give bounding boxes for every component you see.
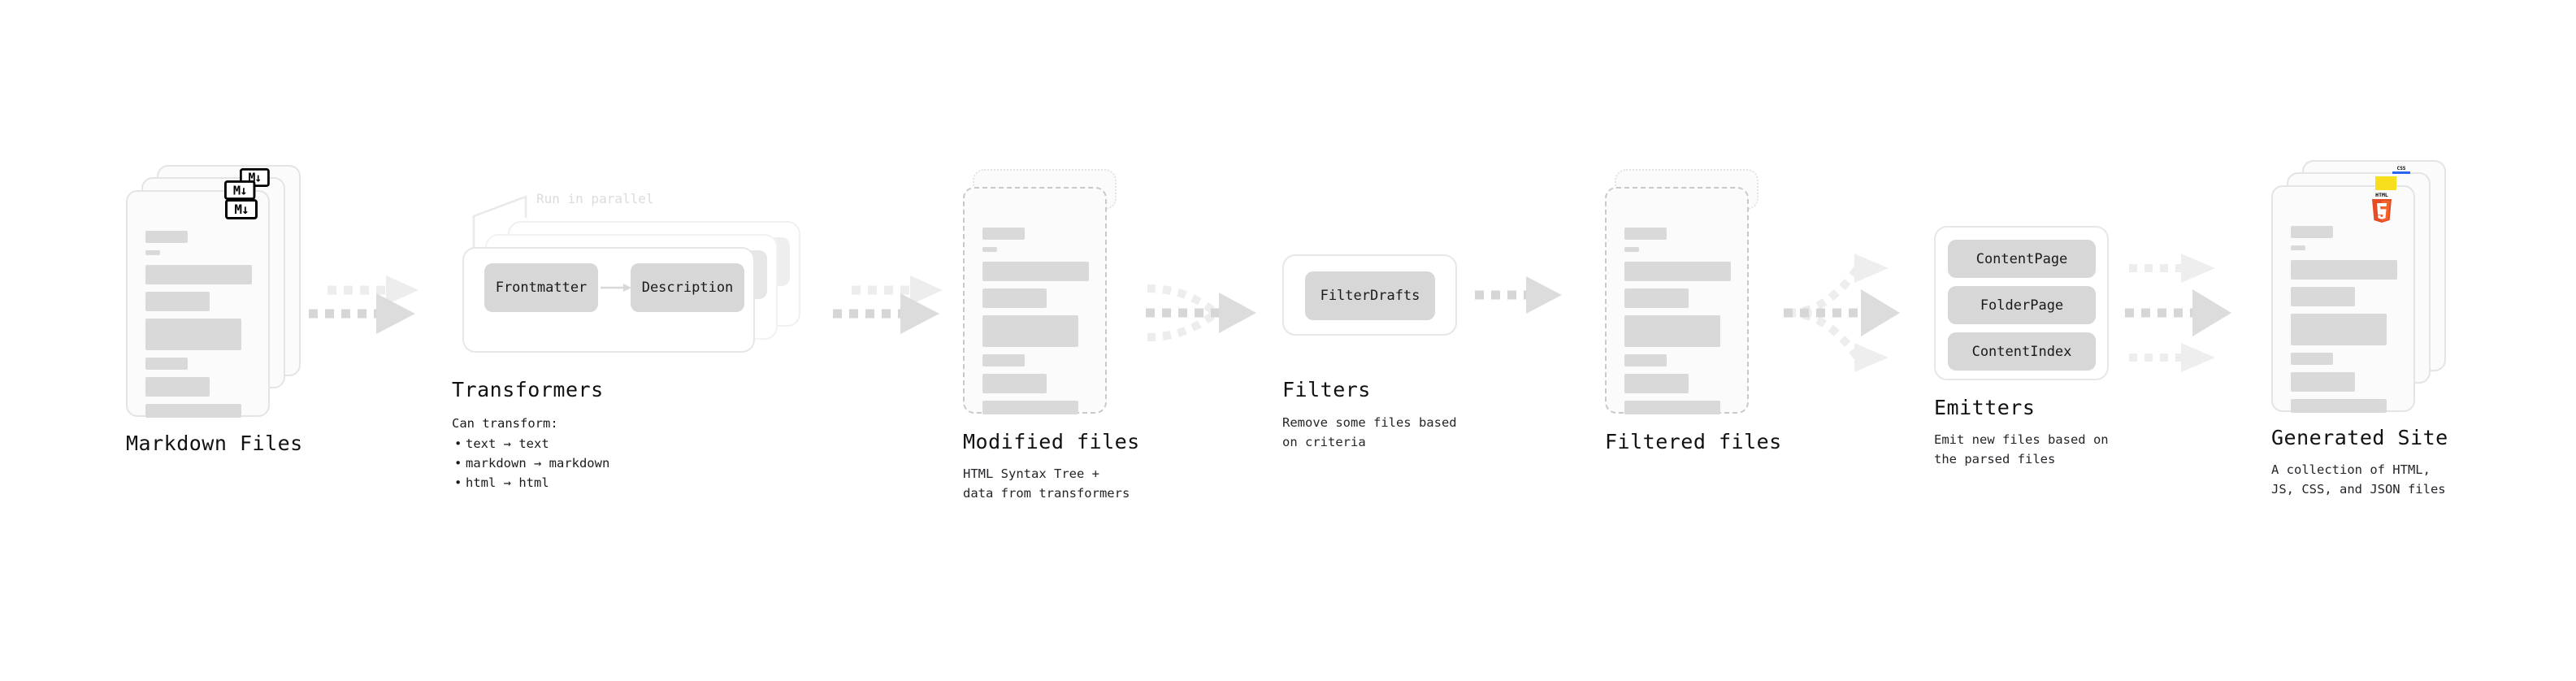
content-bar [982, 374, 1047, 393]
content-bar [1624, 315, 1720, 347]
markdown-card-front: M↓ [126, 190, 270, 418]
html5-icon: HTML [2372, 192, 2392, 223]
filters-title: Filters [1282, 378, 1371, 401]
content-bar [982, 247, 997, 252]
content-bar [982, 228, 1025, 240]
emitter-pill-contentindex[interactable]: ContentIndex [1948, 332, 2096, 371]
filtered-card-content [1624, 228, 1733, 422]
content-bar [1624, 354, 1667, 367]
filters-subtitle: Remove some files based on criteria [1282, 415, 1457, 449]
arrow-transformers-to-modified [833, 275, 943, 334]
content-bar [2291, 314, 2387, 345]
content-bar [1624, 374, 1689, 393]
svg-text:CSS: CSS [2397, 166, 2406, 171]
markdown-icon-front: M↓ [225, 199, 258, 219]
content-bar [1624, 262, 1731, 281]
transformers-bullets-lead: Can transform: [452, 416, 558, 431]
filtered-card-front [1605, 187, 1749, 414]
modified-files-title: Modified files [963, 430, 1140, 453]
modified-card-front [963, 187, 1107, 414]
emitter-pill-folderpage[interactable]: FolderPage [1948, 286, 2096, 324]
transform-bullet: text → text [454, 434, 609, 453]
emitters-title: Emitters [1934, 396, 2036, 419]
svg-text:HTML: HTML [2375, 192, 2388, 198]
content-bar [982, 262, 1089, 281]
generated-site-subtitle: A collection of HTML, JS, CSS, and JSON … [2271, 462, 2446, 497]
transformer-pill-frontmatter[interactable]: Frontmatter [484, 263, 598, 312]
transformer-pill-description[interactable]: Description [631, 263, 744, 312]
content-bar [145, 377, 210, 397]
modified-files-subtitle: HTML Syntax Tree + data from transformer… [963, 466, 1130, 501]
site-card-content [2291, 226, 2399, 420]
content-bar [1624, 288, 1689, 308]
content-bar [145, 319, 241, 350]
content-bar [2291, 226, 2333, 238]
content-bar [2291, 353, 2333, 365]
filtered-files-stack [1605, 169, 1780, 414]
content-bar [2291, 287, 2355, 306]
content-bar [982, 401, 1078, 414]
js-icon [2375, 176, 2396, 190]
css3-icon: CSS [2392, 166, 2410, 174]
content-bar [145, 358, 188, 370]
content-bar [145, 404, 241, 418]
content-bar [982, 315, 1078, 347]
run-in-parallel-bracket [472, 195, 527, 249]
arrow-modified-to-filters [1146, 284, 1256, 341]
arrow-markdown-to-transformers [309, 275, 418, 334]
content-bar [1624, 247, 1639, 252]
filtered-files-title: Filtered files [1605, 430, 1782, 453]
content-bar [982, 288, 1047, 308]
generated-site-title: Generated Site [2271, 426, 2448, 449]
content-bar [145, 265, 252, 284]
arrow-filtered-to-emitters [1784, 254, 1900, 372]
content-bar [2291, 372, 2355, 392]
content-bar [982, 354, 1025, 367]
transformers-box-front[interactable]: Frontmatter Description [462, 247, 755, 353]
transformers-title: Transformers [452, 378, 604, 401]
content-bar [2291, 260, 2397, 280]
markdown-card-content [145, 231, 254, 425]
content-bar [2291, 245, 2305, 250]
content-bar [1624, 401, 1720, 414]
arrow-emitters-to-site [2125, 254, 2231, 372]
emitters-subtitle: Emit new files based on the parsed files [1934, 432, 2109, 466]
markdown-files-title: Markdown Files [126, 432, 303, 455]
modified-card-content [982, 228, 1091, 422]
run-in-parallel-note: Run in parallel [536, 191, 654, 206]
content-bar [145, 292, 210, 311]
emitters-box[interactable]: ContentPage FolderPage ContentIndex [1934, 226, 2109, 380]
markdown-icon-mid: M↓ [224, 180, 256, 200]
transform-bullet: markdown → markdown [454, 453, 609, 473]
markdown-files-stack: M↓ M↓ M↓ [126, 165, 301, 418]
content-bar [145, 231, 188, 243]
generated-site-stack: CSS HTML [2271, 160, 2458, 413]
arrow-filters-to-filtered [1475, 276, 1562, 314]
content-bar [1624, 228, 1667, 240]
modified-files-stack [963, 169, 1138, 414]
emitter-pill-contentpage[interactable]: ContentPage [1948, 240, 2096, 278]
transform-bullet: html → html [454, 473, 609, 492]
transformers-bullets: Can transform: text → text markdown → ma… [452, 414, 609, 492]
transformer-arrow [601, 284, 631, 292]
content-bar [2291, 399, 2387, 413]
site-card-html: HTML [2271, 185, 2415, 413]
filter-pill-filterdrafts[interactable]: FilterDrafts [1305, 271, 1435, 320]
transformers-group: Run in parallel Frontmatter Description [451, 191, 825, 358]
filters-box[interactable]: FilterDrafts [1282, 254, 1457, 336]
content-bar [145, 250, 160, 255]
